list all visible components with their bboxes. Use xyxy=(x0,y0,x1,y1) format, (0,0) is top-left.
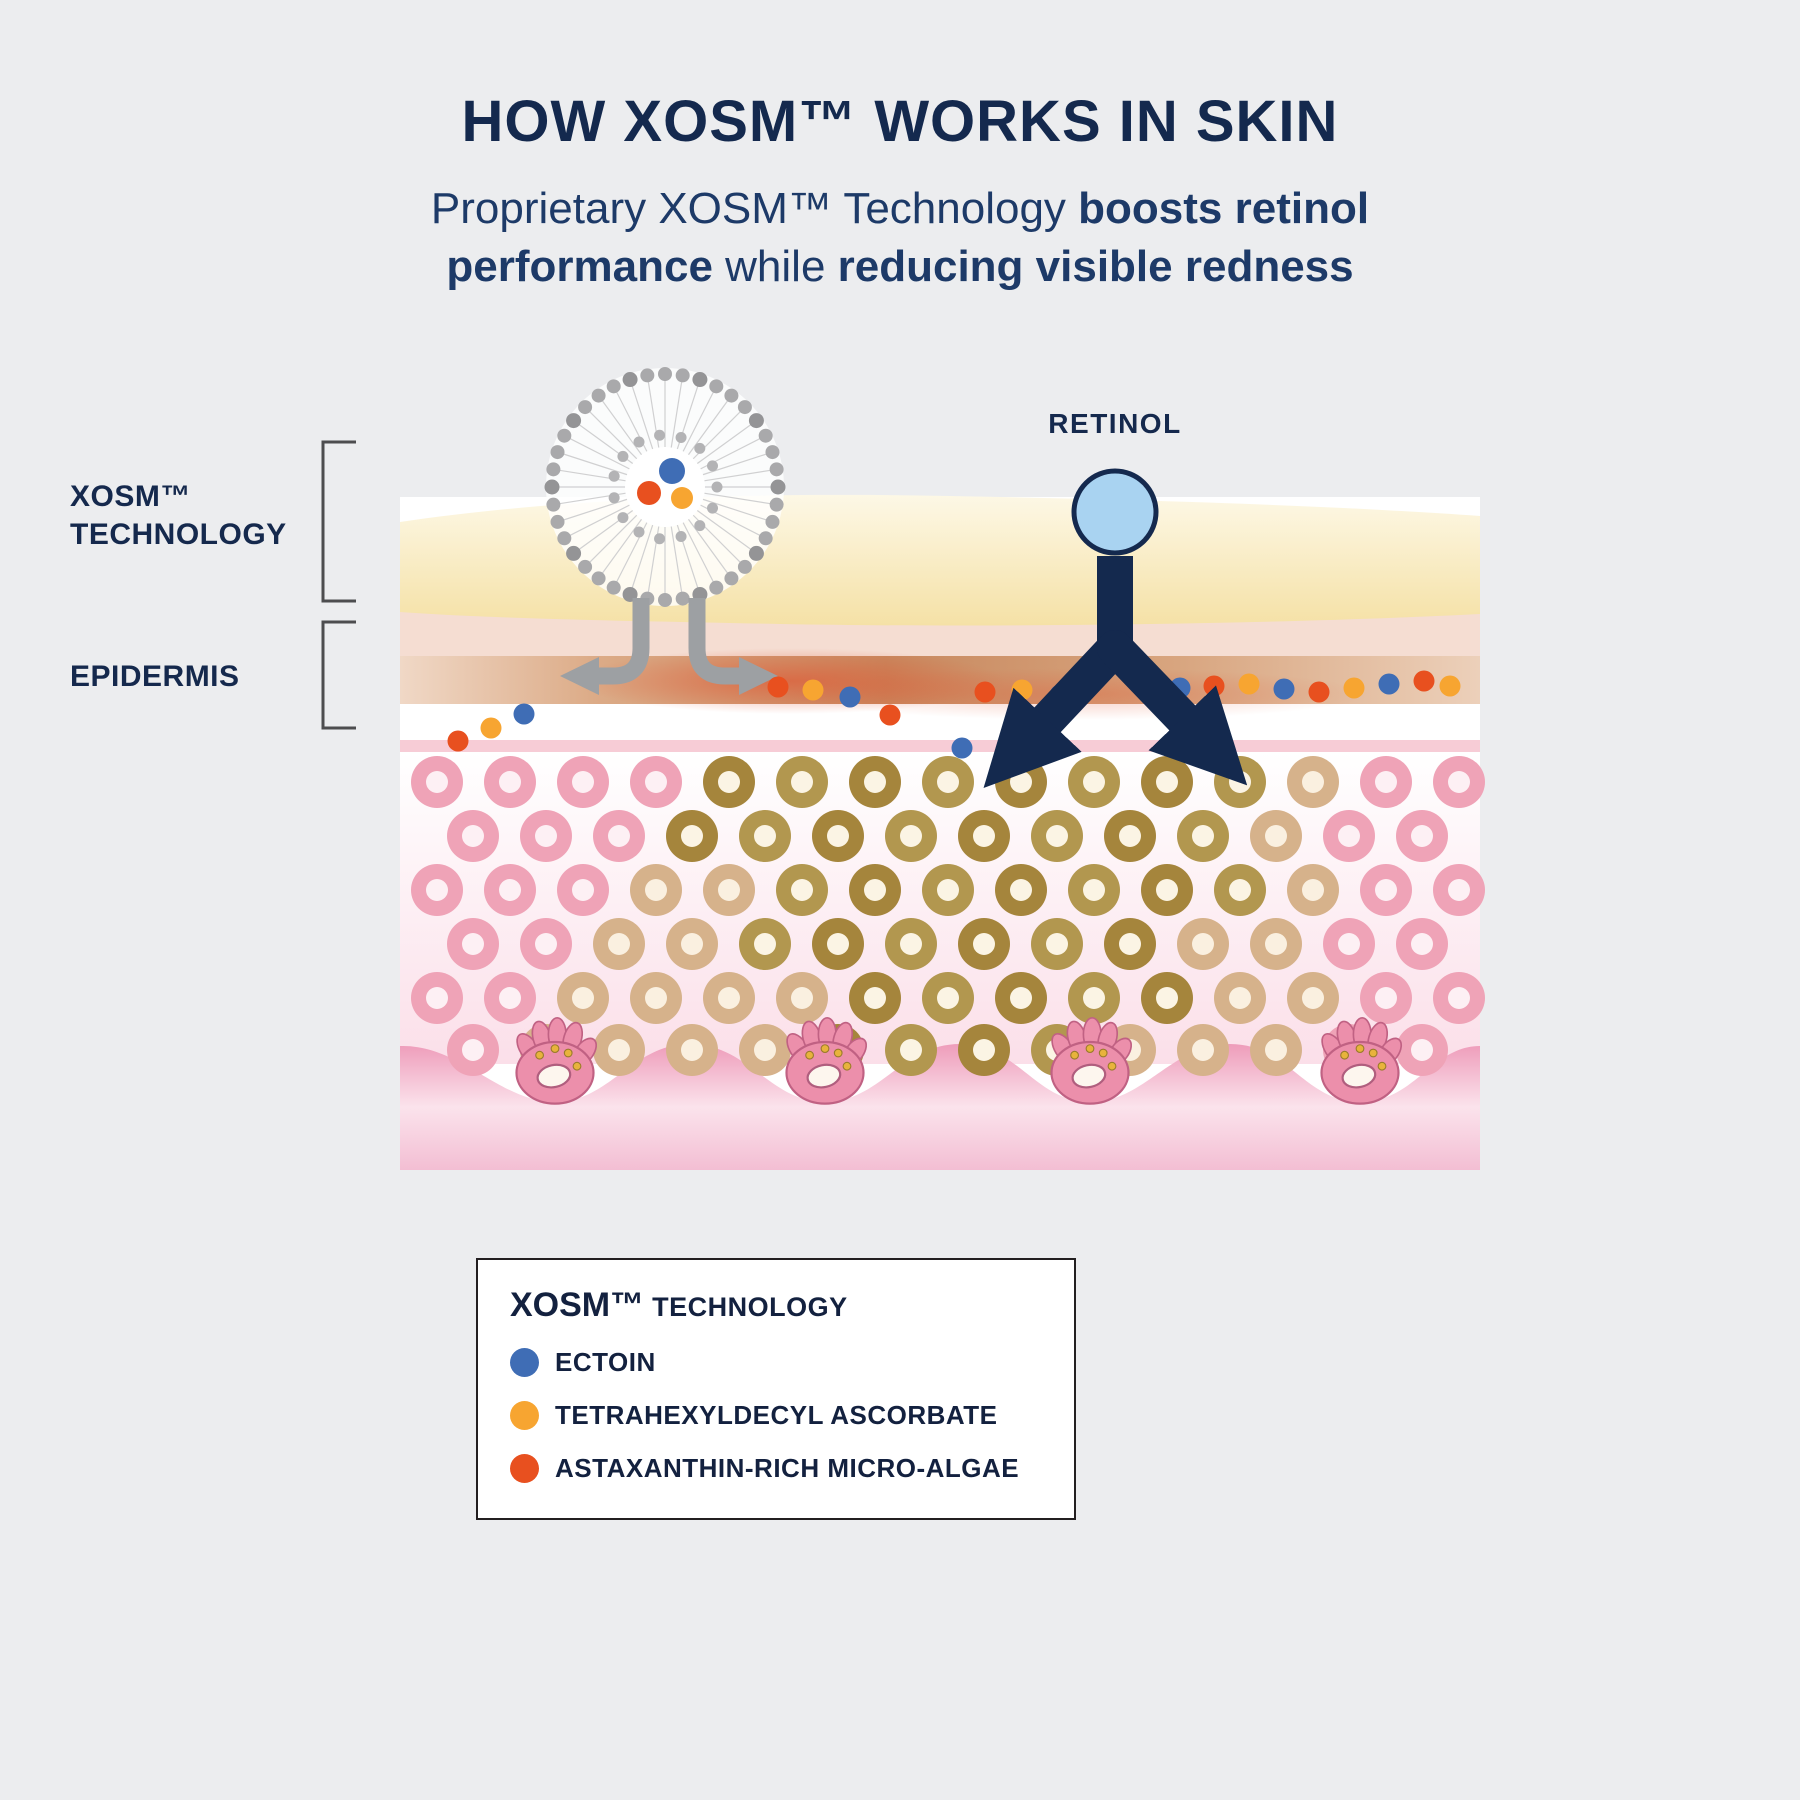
legend-title-rest: TECHNOLOGY xyxy=(644,1292,848,1322)
xosm-technology-label: XOSM™ TECHNOLOGY xyxy=(70,478,287,553)
legend-title-main: XOSM™ xyxy=(510,1286,645,1324)
legend-item-label: ASTAXANTHIN-RICH MICRO-ALGAE xyxy=(555,1453,1020,1483)
subtitle-line-1: Proprietary XOSM™ Technology boosts reti… xyxy=(340,180,1460,238)
xosm-label-line2: TECHNOLOGY xyxy=(70,517,287,551)
retinol-label: RETINOL xyxy=(1048,408,1182,439)
astaxanthin-dot xyxy=(637,481,661,505)
xosm-bracket xyxy=(321,440,356,603)
subtitle-bold-text: reducing visible redness xyxy=(837,242,1354,292)
gray-release-arrows xyxy=(560,598,778,695)
ascorbate-dot-swatch xyxy=(510,1401,539,1430)
ascorbate-dot xyxy=(671,487,693,509)
epidermis-bracket xyxy=(321,620,356,730)
legend-title: XOSM™ TECHNOLOGY xyxy=(510,1286,1042,1325)
legend-item-label: ECTOIN xyxy=(555,1347,656,1377)
subtitle-bold-text: performance xyxy=(446,242,713,292)
label-brackets xyxy=(321,440,356,730)
page-title: HOW XOSM™ WORKS IN SKIN xyxy=(461,89,1339,154)
epidermis-label: EPIDERMIS xyxy=(70,660,240,693)
retinol-molecule xyxy=(1071,468,1159,556)
subtitle-line-2: performance while reducing visible redne… xyxy=(340,238,1460,296)
subtitle-text: Proprietary XOSM™ Technology xyxy=(430,184,1079,233)
subtitle: Proprietary XOSM™ Technology boosts reti… xyxy=(340,180,1460,296)
legend-item-label: TETRAHEXYLDECYL ASCORBATE xyxy=(555,1400,998,1430)
legend-item-ectoin: ECTOIN xyxy=(510,1347,1042,1378)
legend-item-tetrahexyldecyl-ascorbate: TETRAHEXYLDECYL ASCORBATE xyxy=(510,1400,1042,1431)
legend-item-astaxanthin: ASTAXANTHIN-RICH MICRO-ALGAE xyxy=(510,1453,1042,1484)
subtitle-bold-text: boosts retinol xyxy=(1078,184,1370,233)
skin-cells xyxy=(411,756,1485,1076)
astaxanthin-dot-swatch xyxy=(510,1454,539,1483)
retinol-arrow xyxy=(983,468,1248,788)
ectoin-dot xyxy=(659,458,685,484)
subtitle-text: while xyxy=(712,242,838,292)
dermal-junction-wave xyxy=(400,1044,1480,1170)
xosm-liposome xyxy=(544,367,786,607)
ectoin-dot-swatch xyxy=(510,1348,539,1377)
xosm-label-line1: XOSM™ xyxy=(70,480,191,513)
legend: XOSM™ TECHNOLOGY ECTOIN TETRAHEXYLDECYL … xyxy=(476,1258,1076,1520)
